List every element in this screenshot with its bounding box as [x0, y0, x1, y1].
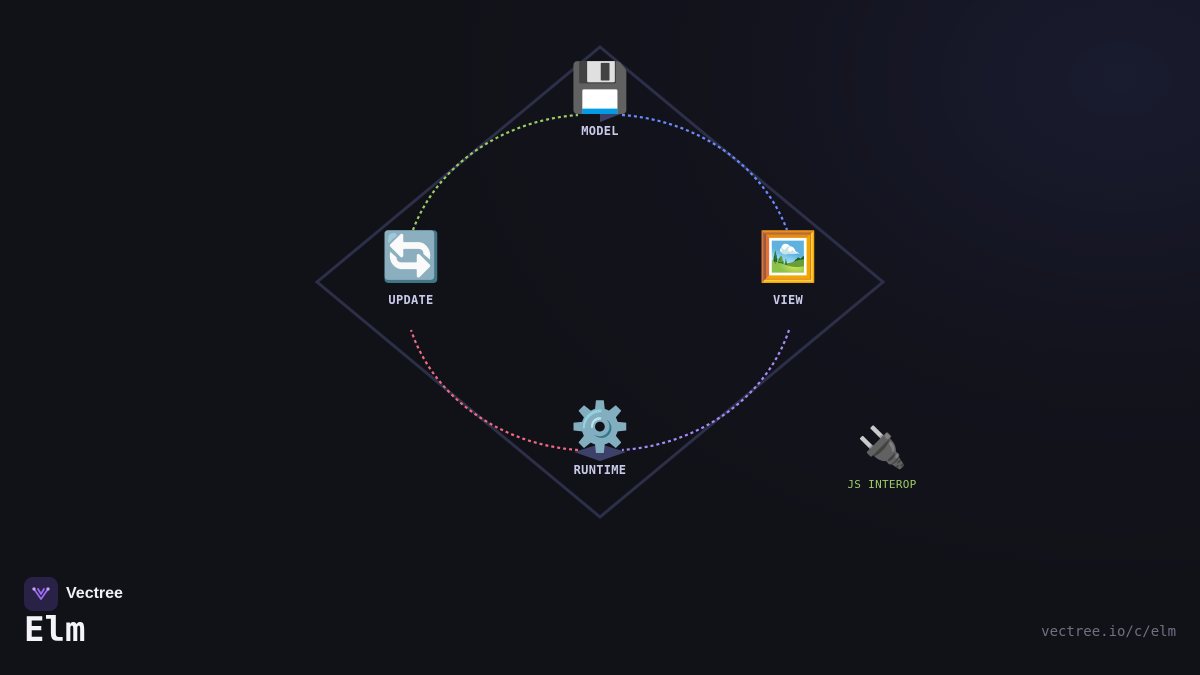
model-arrow-marker	[600, 112, 626, 122]
brand: Vectree	[24, 577, 123, 611]
source-url[interactable]: vectree.io/c/elm	[1041, 624, 1176, 640]
diamond-frame	[314, 45, 886, 519]
view-node: 🖼️ VIEW	[728, 229, 848, 307]
runtime-label: RUNTIME	[573, 463, 627, 477]
edge-model-to-view	[621, 113, 789, 231]
framed-picture-icon: 🖼️	[758, 229, 818, 285]
gear-icon: ⚙️	[570, 399, 630, 455]
floppy-disk-icon: 💾	[570, 60, 630, 116]
runtime-node: ⚙️ RUNTIME	[540, 399, 660, 477]
update-node: 🔄 UPDATE	[351, 229, 471, 307]
edge-runtime-to-update	[409, 329, 579, 452]
refresh-arrows-icon: 🔄	[381, 229, 441, 285]
update-label: UPDATE	[388, 293, 434, 307]
js-interop-node: 🔌 JS INTEROP	[822, 424, 942, 491]
model-label: MODEL	[581, 124, 619, 138]
vectree-logo-icon	[24, 577, 58, 611]
view-label: VIEW	[772, 293, 804, 307]
edge-view-to-runtime	[621, 329, 791, 452]
plug-icon: 🔌	[857, 425, 907, 471]
js-interop-label: JS INTEROP	[847, 478, 917, 491]
brand-name: Vectree	[66, 585, 123, 602]
model-node: 💾 MODEL	[540, 60, 660, 138]
edge-update-to-model	[411, 113, 579, 231]
runtime-arrow-marker	[574, 444, 626, 461]
page-title: Elm	[24, 610, 86, 650]
